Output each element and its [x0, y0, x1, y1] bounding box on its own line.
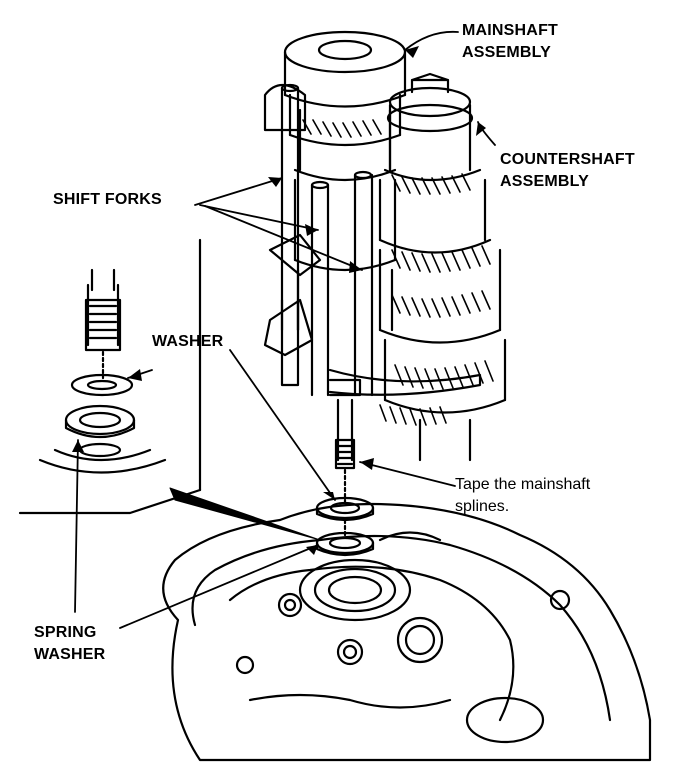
mainshaft-label-line1: MAINSHAFT [462, 22, 559, 39]
arrowheads [72, 46, 486, 555]
spring-washer-label-line1: SPRING [34, 624, 97, 641]
inset-pointer [169, 487, 321, 541]
mainshaft-spline [334, 398, 356, 507]
washers-on-case [315, 496, 375, 557]
tape-note-line2: splines. [455, 498, 510, 515]
countershaft-assembly-label: COUNTERSHAFT ASSEMBLY [500, 149, 635, 193]
countershaft-label-line1: COUNTERSHAFT [500, 151, 635, 168]
countershaft-label-line2: ASSEMBLY [500, 173, 590, 190]
gear-teeth [302, 119, 494, 426]
tape-splines-note: Tape the mainshaft splines. [455, 474, 590, 518]
mainshaft-assembly [283, 30, 407, 332]
shift-fork-rods [263, 83, 482, 397]
mainshaft-label-line2: ASSEMBLY [462, 44, 552, 61]
countershaft-assembly [378, 72, 507, 462]
shift-forks-label: SHIFT FORKS [53, 191, 162, 208]
spring-washer-label: SPRING WASHER [34, 622, 105, 666]
transmission-case [162, 502, 652, 762]
spring-washer-label-line2: WASHER [34, 646, 106, 663]
inset-detail [18, 238, 202, 515]
tape-note-line1: Tape the mainshaft [455, 476, 591, 493]
washer-label: WASHER [152, 333, 224, 350]
mainshaft-assembly-label: MAINSHAFT ASSEMBLY [462, 20, 558, 64]
leader-lines [74, 30, 496, 629]
